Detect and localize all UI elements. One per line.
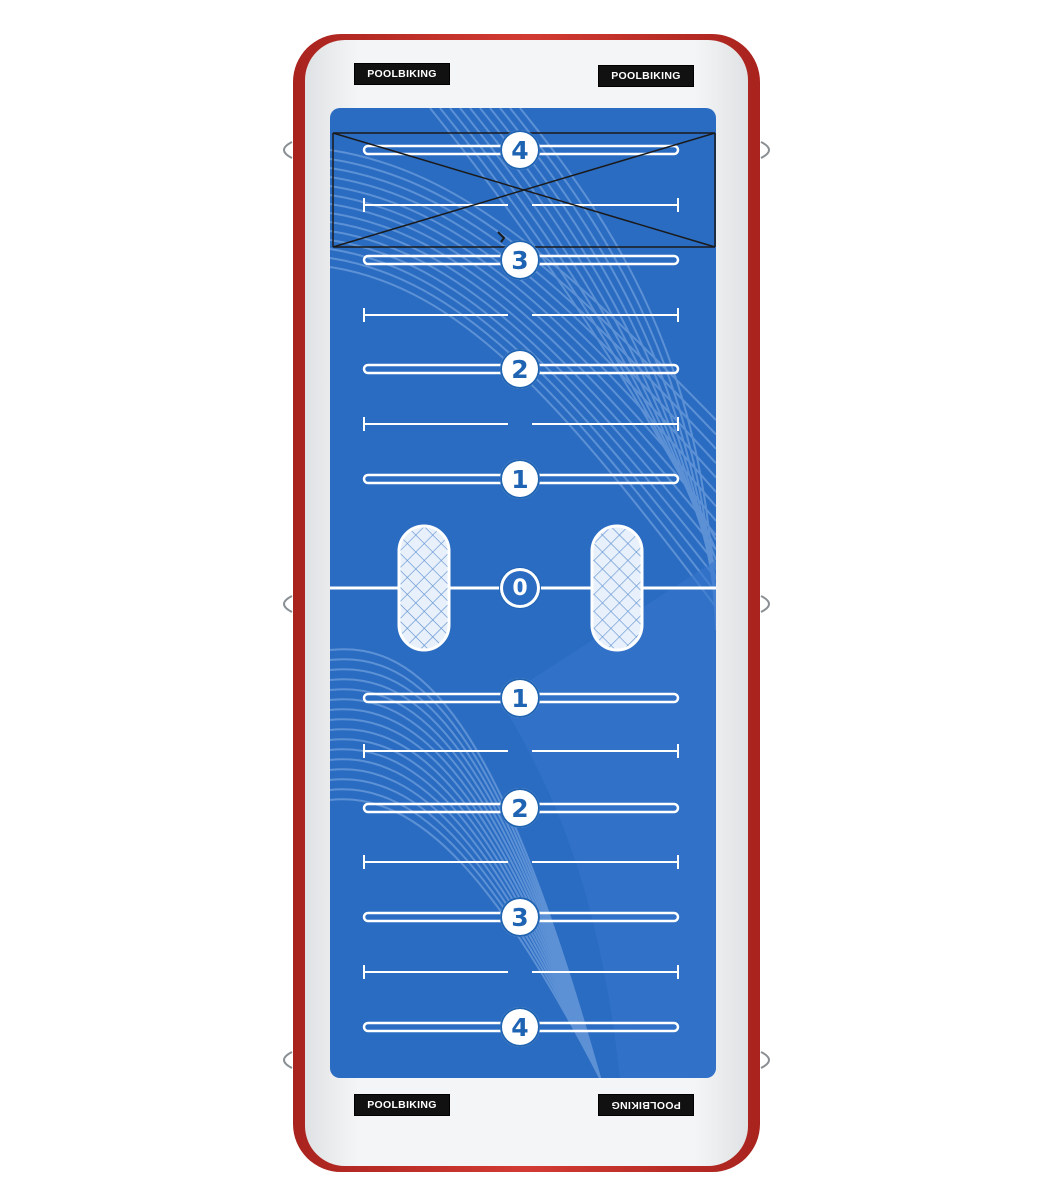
wave-upper-b-9 bbox=[519, 108, 716, 631]
wave-lower-3 bbox=[330, 678, 601, 1078]
wave-upper-8 bbox=[330, 221, 716, 536]
wave-upper-b-8 bbox=[509, 108, 716, 621]
wave-lower-11 bbox=[330, 758, 601, 1078]
mesh-pad-left bbox=[397, 524, 451, 652]
wave-lower-14 bbox=[330, 788, 601, 1078]
brand-logo-top-left: POOLBIKING bbox=[354, 63, 450, 85]
tick-line-5 bbox=[363, 965, 679, 979]
d-ring-right-bottom bbox=[760, 1051, 770, 1069]
wave-upper-b-2 bbox=[449, 108, 716, 561]
marker-center-0: 0 bbox=[500, 568, 540, 608]
wave-lower-9 bbox=[330, 738, 601, 1078]
wave-upper-11 bbox=[330, 248, 716, 580]
wave-lower-12 bbox=[330, 768, 601, 1078]
wave-upper-b-3 bbox=[459, 108, 716, 571]
tick-line-3 bbox=[363, 744, 679, 758]
wave-lower-8 bbox=[330, 728, 601, 1078]
marker-bottom-1: 1 bbox=[500, 678, 540, 718]
wave-lower-2 bbox=[330, 668, 601, 1078]
d-ring-left-bottom bbox=[283, 1051, 293, 1069]
d-ring-left-top bbox=[283, 141, 293, 159]
d-ring-right-top bbox=[760, 141, 770, 159]
marker-top-2: 2 bbox=[500, 349, 540, 389]
wave-lower-4 bbox=[330, 688, 601, 1078]
wave-lower-0 bbox=[330, 648, 601, 1078]
marker-top-3: 3 bbox=[500, 240, 540, 280]
d-ring-group bbox=[283, 141, 770, 1069]
wave-lower-6 bbox=[330, 708, 601, 1078]
d-ring-right-mid bbox=[760, 595, 770, 613]
marker-bottom-4: 4 bbox=[500, 1007, 540, 1047]
marker-bottom-3: 3 bbox=[500, 897, 540, 937]
tick-line-0 bbox=[363, 198, 679, 212]
wave-upper-7 bbox=[330, 212, 716, 522]
marker-top-1: 1 bbox=[500, 459, 540, 499]
tick-line-4 bbox=[363, 855, 679, 869]
brand-logo-bottom-right: POOLBIKING bbox=[598, 1094, 694, 1116]
brand-logo-bottom-left: POOLBIKING bbox=[354, 1094, 450, 1116]
marker-top-4: 4 bbox=[500, 130, 540, 170]
light-band bbox=[500, 560, 716, 1078]
wave-upper-6 bbox=[330, 203, 716, 508]
wave-lower-13 bbox=[330, 778, 601, 1078]
brand-logo-top-right: POOLBIKING bbox=[598, 65, 694, 87]
wave-lower-1 bbox=[330, 658, 601, 1078]
d-ring-left-mid bbox=[283, 595, 293, 613]
marker-bottom-2: 2 bbox=[500, 788, 540, 828]
tick-line-1 bbox=[363, 308, 679, 322]
mesh-pad-right bbox=[590, 524, 644, 652]
tick-line-2 bbox=[363, 417, 679, 431]
wave-lower-15 bbox=[330, 798, 601, 1078]
wave-upper-10 bbox=[330, 239, 716, 565]
